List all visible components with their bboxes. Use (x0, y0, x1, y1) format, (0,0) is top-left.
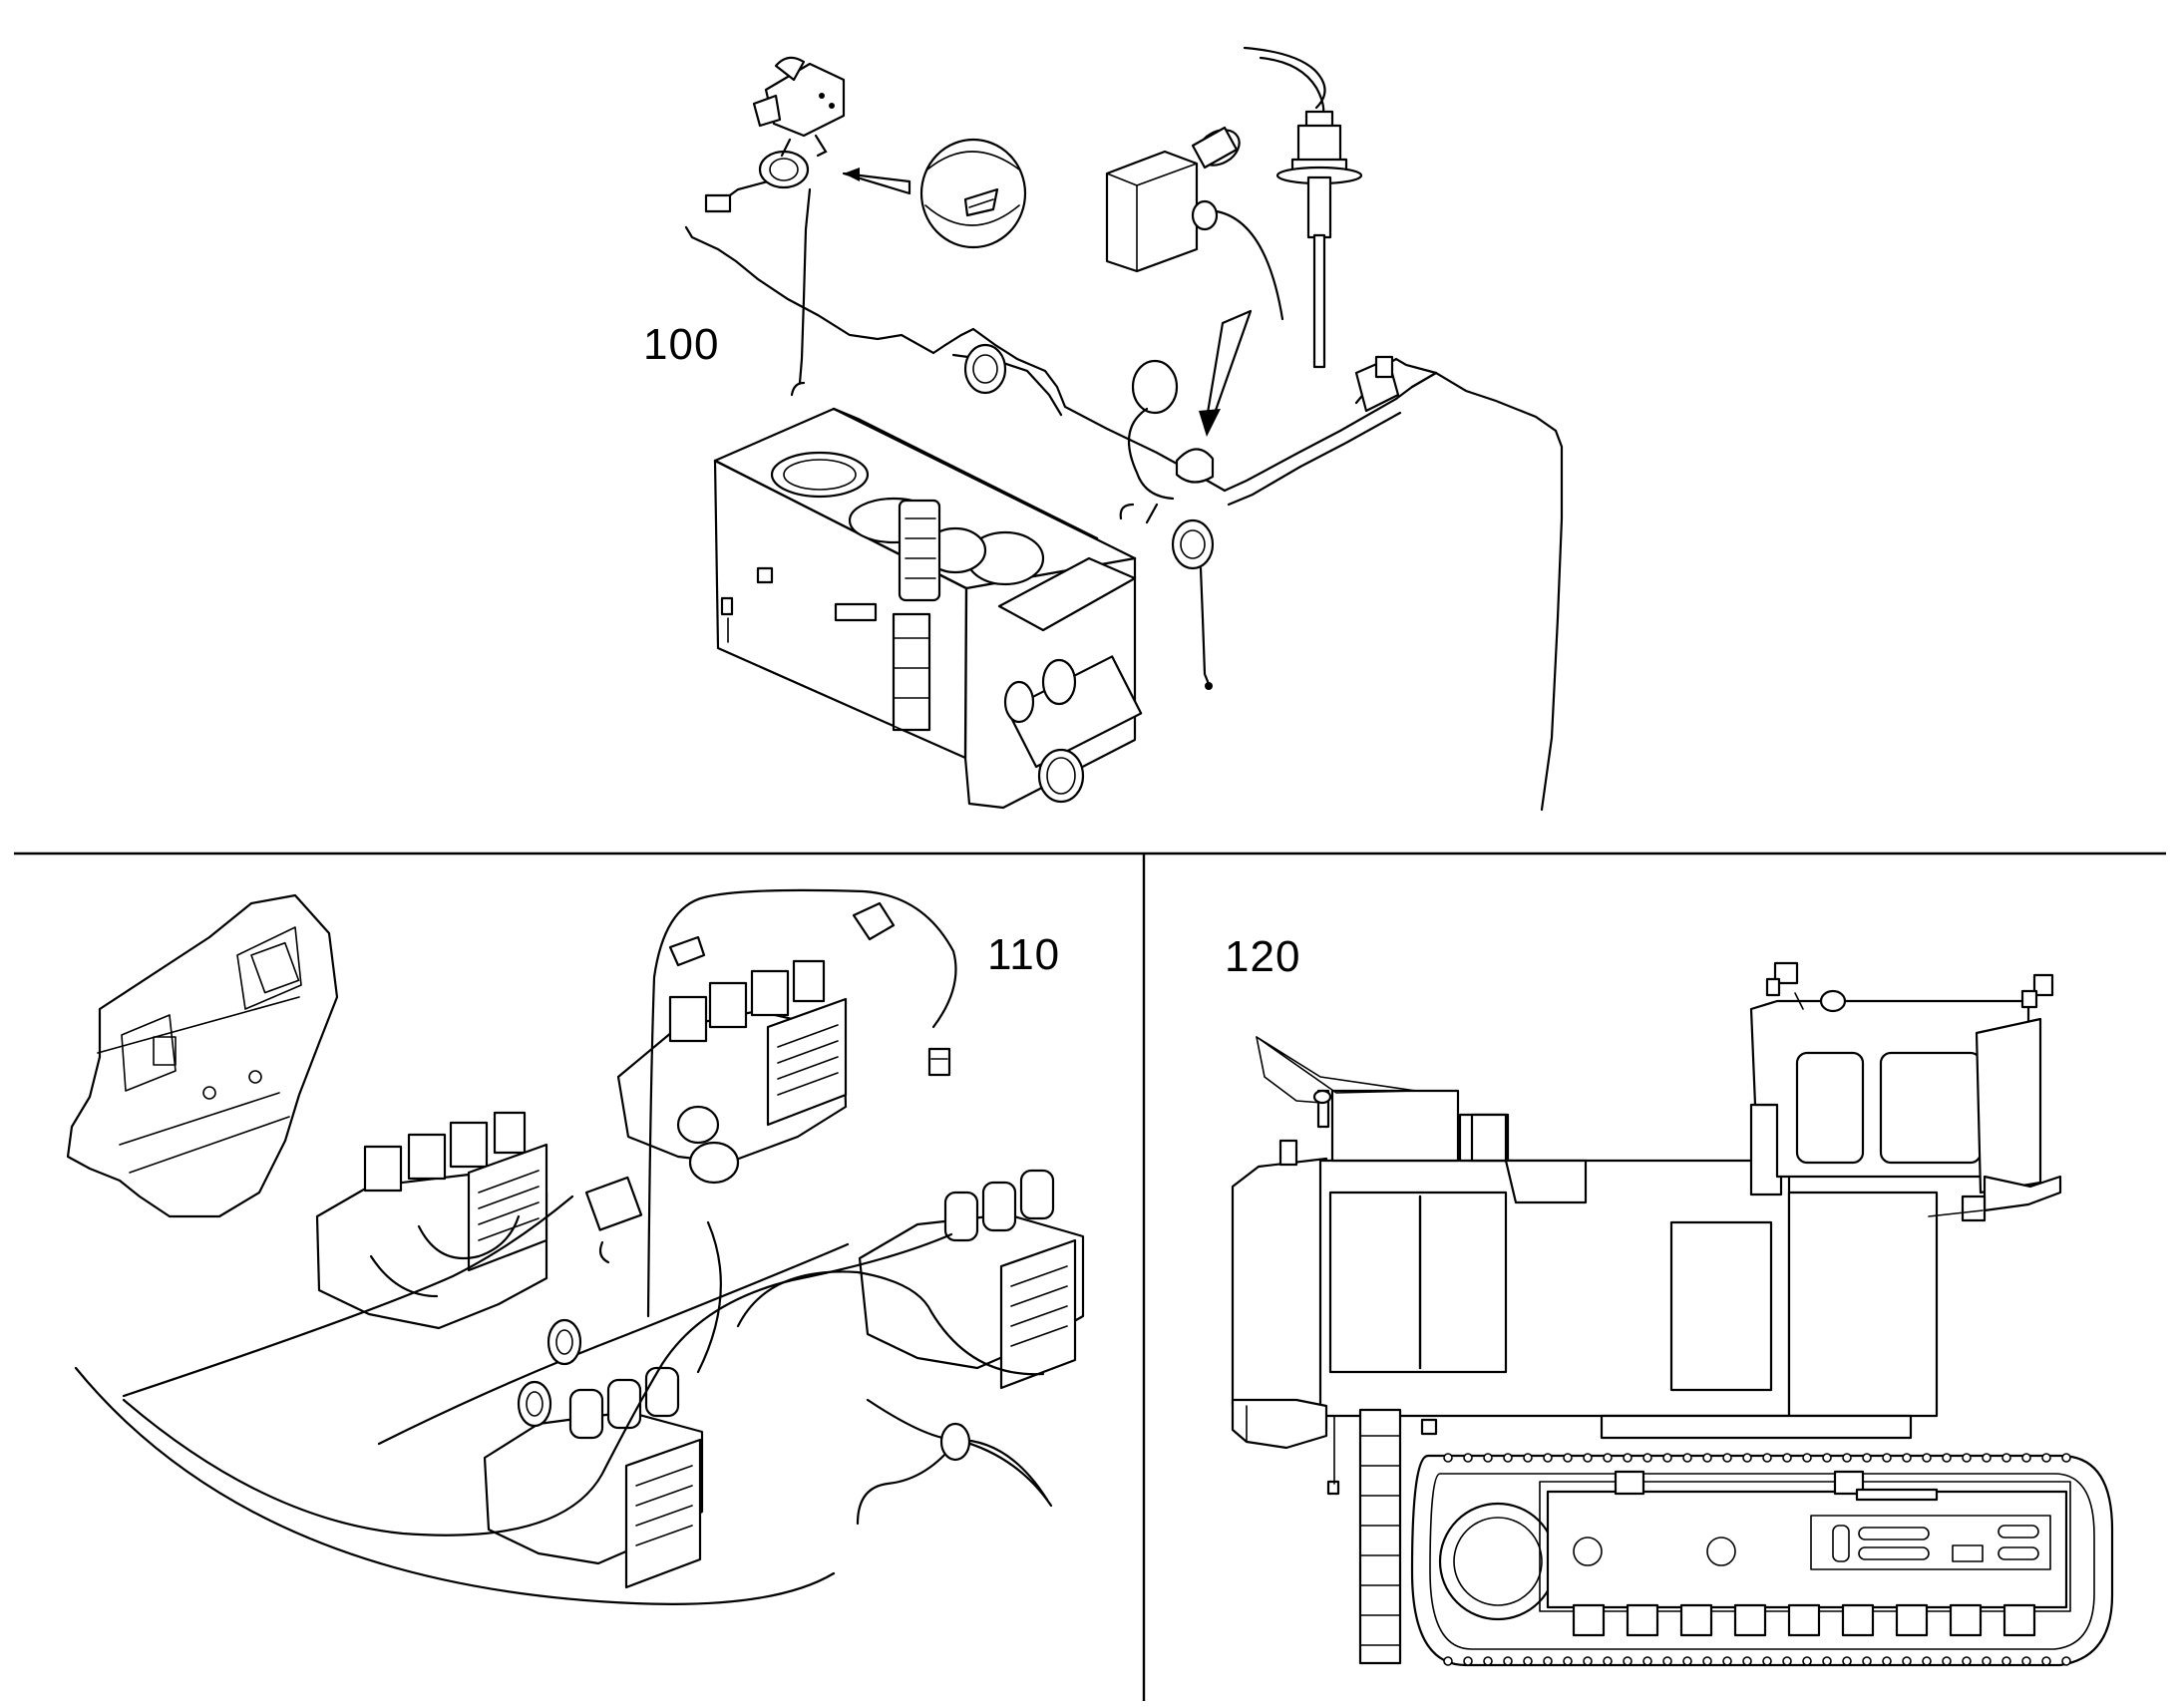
track-link (2001, 1656, 2011, 1666)
sensor-probe-detail (1243, 46, 1363, 369)
track-link (1623, 1656, 1633, 1666)
track-link (1722, 1453, 1732, 1463)
track-link (1802, 1453, 1812, 1463)
track-link (1583, 1453, 1593, 1463)
track-link (1523, 1656, 1533, 1666)
track-links (1443, 1453, 2071, 1666)
view-110-frame (66, 893, 339, 1218)
view-100-drawing (684, 46, 1564, 812)
view-110-harness (74, 888, 1053, 1605)
track-link (1563, 1453, 1573, 1463)
main-frame (713, 407, 1143, 810)
track-link (1702, 1453, 1712, 1463)
track-link (1742, 1656, 1752, 1666)
track-link (1662, 1453, 1672, 1463)
track-link (1842, 1656, 1852, 1666)
track-link (1962, 1656, 1972, 1666)
track-link (1543, 1453, 1553, 1463)
excavator-front (1231, 1398, 1913, 1665)
track-link (1802, 1656, 1812, 1666)
track-link (1882, 1656, 1892, 1666)
crawler-track (1410, 1453, 2114, 1667)
track-link (2021, 1656, 2031, 1666)
track-link (2041, 1656, 2051, 1666)
track-link (1902, 1656, 1912, 1666)
track-link (1822, 1656, 1832, 1666)
track-link (1503, 1656, 1513, 1666)
valve-bank-4 (483, 1366, 704, 1589)
view-110-drawing (66, 888, 1085, 1605)
track-link (1742, 1453, 1752, 1463)
view-label-100: 100 (643, 320, 720, 369)
track-link (1722, 1656, 1732, 1666)
track-link (1682, 1656, 1692, 1666)
junction-box-detail (1105, 126, 1284, 321)
valve-bank-1 (315, 1111, 548, 1330)
track-link (1623, 1453, 1633, 1463)
track-link (2061, 1656, 2071, 1666)
track-link (1782, 1656, 1792, 1666)
track-link (1523, 1453, 1533, 1463)
track-link (1782, 1453, 1792, 1463)
track-link (1682, 1453, 1692, 1463)
track-link (2061, 1453, 2071, 1463)
track-link (1642, 1656, 1652, 1666)
track-link (2021, 1453, 2031, 1463)
track-link (1463, 1656, 1473, 1666)
harness-right (1119, 355, 1564, 812)
track-link (1702, 1656, 1712, 1666)
track-link (1882, 1453, 1892, 1463)
track-link (2001, 1453, 2011, 1463)
track-link (1443, 1453, 1453, 1463)
track-link (1982, 1453, 1992, 1463)
track-link (1862, 1656, 1872, 1666)
track-link (1603, 1453, 1613, 1463)
track-link (1503, 1453, 1513, 1463)
harness-left (684, 56, 947, 397)
track-link (2041, 1453, 2051, 1463)
work-light-detail (919, 138, 1027, 249)
track-link (1662, 1656, 1672, 1666)
arrow-2 (1199, 309, 1253, 437)
valve-bank-2 (616, 959, 848, 1185)
track-link (1902, 1453, 1912, 1463)
excavator-upper (1231, 961, 2062, 1434)
track-link (1922, 1453, 1932, 1463)
view-label-120: 120 (1225, 932, 1301, 981)
track-link (1942, 1453, 1952, 1463)
track-link (1642, 1453, 1652, 1463)
track-link (1862, 1453, 1872, 1463)
track-link (1583, 1656, 1593, 1666)
track-link (1942, 1656, 1952, 1666)
track-link (1463, 1453, 1473, 1463)
track-link (1563, 1656, 1573, 1666)
track-link (1483, 1453, 1493, 1463)
track-link (1762, 1453, 1772, 1463)
track-link (1443, 1656, 1453, 1666)
track-link (1822, 1453, 1832, 1463)
track-link (1762, 1656, 1772, 1666)
track-link (1982, 1656, 1992, 1666)
track-link (1842, 1453, 1852, 1463)
view-120-drawing (1231, 961, 2114, 1667)
arrow-1 (842, 168, 911, 195)
track-link (1483, 1656, 1493, 1666)
view-label-110: 110 (987, 930, 1061, 979)
valve-bank-3 (858, 1169, 1085, 1390)
track-link (1922, 1656, 1932, 1666)
track-link (1603, 1656, 1613, 1666)
track-link (1543, 1656, 1553, 1666)
harness-middle (943, 327, 1227, 501)
track-link (1962, 1453, 1972, 1463)
